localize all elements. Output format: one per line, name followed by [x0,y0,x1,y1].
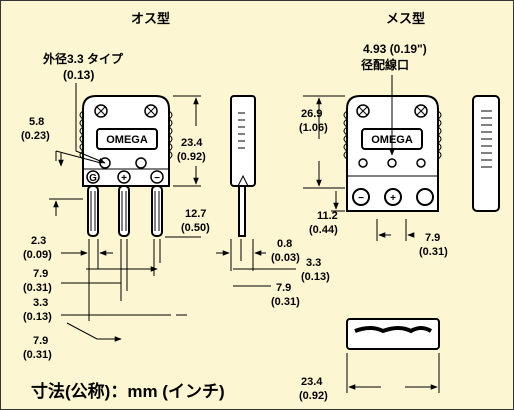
female-width-mm: 23.4 [301,376,323,388]
pin-pitch2-mm: 7.9 [33,335,48,347]
male-pins [87,185,163,237]
pin-offset-mm: 3.3 [33,297,48,309]
side-c-mm: 7.9 [276,282,291,294]
pin-length-mm: 12.7 [185,208,206,220]
male-pin-type-note-inch: (0.13) [63,68,94,82]
male-height-mm: 23.4 [181,137,203,149]
pin-dia-mm: 2.3 [31,235,46,247]
pin-pitch-mm: 7.9 [33,268,48,280]
pin-pitch2-in: (0.31) [23,349,52,361]
female-height-mm: 26.9 [301,108,322,120]
female-pitch-mm: 7.9 [425,232,440,244]
female-negative-label: − [358,193,364,204]
male-negative-label: − [154,173,160,184]
female-connector-side [472,95,500,212]
female-pitch-in: (0.31) [419,246,448,258]
pin-dia-in: (0.09) [23,249,52,261]
female-width-in: (0.92) [299,390,328,402]
male-title: オス型 [131,11,170,26]
units-note: 寸法(公称)：mm (インチ) [31,381,225,401]
male-connector-side [230,95,256,237]
male-positive-label: + [121,173,127,184]
male-left-dim-in: (0.23) [21,130,50,142]
female-title: メス型 [386,11,425,26]
female-positive-label: + [390,193,396,204]
side-a-mm: 0.8 [277,238,292,250]
male-pin-type-leader [75,83,106,164]
side-a-in: (0.03) [271,252,300,264]
male-connector-front: OMEGA G + − [79,95,173,187]
male-brand-label: OMEGA [106,134,148,146]
female-hole-note-2: 径配線口 [361,57,409,72]
side-b-mm: 3.3 [306,257,321,269]
pin-offset-in: (0.13) [23,311,52,323]
female-connector-bottom [346,318,440,350]
side-c-in: (0.31) [271,296,300,308]
male-left-dim-mm: 5.8 [29,116,44,128]
female-lower-mm: 11.2 [317,210,338,222]
pin-length-in: (0.50) [181,222,210,234]
male-pin-type-note: 外径3.3 タイプ [43,51,124,66]
female-height-in: (1.06) [299,122,328,134]
side-b-in: (0.13) [301,271,330,283]
female-lower-in: (0.44) [309,224,338,236]
pin-pitch-in: (0.31) [23,282,52,294]
male-height-in: (0.92) [177,151,206,163]
female-hole-note: 4.93 (0.19") [363,42,427,56]
male-ground-label: G [89,173,97,184]
